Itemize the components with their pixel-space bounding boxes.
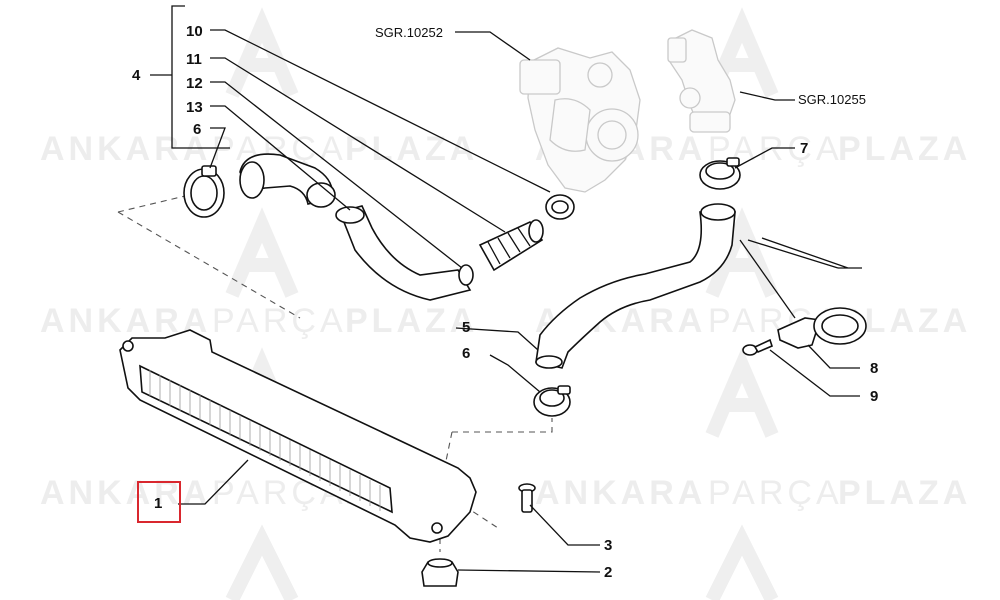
callouts: 10 11 12 13 6 4 5 6 7 8 9 3 2 1 — [132, 23, 878, 581]
callout-8[interactable]: 8 — [870, 360, 878, 377]
part-bolt-3[interactable] — [518, 483, 536, 513]
callout-6-lower[interactable]: 6 — [462, 345, 470, 362]
part-rubber-mount[interactable] — [421, 558, 459, 587]
part-bellows-connector[interactable] — [478, 219, 544, 272]
part-clamp-10[interactable] — [545, 194, 575, 220]
part-bracket-8[interactable] — [777, 307, 867, 349]
part-clamp-6-lower[interactable] — [533, 385, 571, 417]
callout-3[interactable]: 3 — [604, 537, 612, 554]
part-intercooler[interactable] — [119, 329, 477, 543]
watermark-word-ankara: ANKARA — [535, 474, 706, 512]
part-clamp-7[interactable] — [699, 157, 741, 190]
callout-1[interactable]: 1 — [154, 495, 162, 512]
callout-11[interactable]: 11 — [186, 51, 202, 68]
part-hose-with-clamp[interactable] — [335, 205, 474, 301]
part-elbow-hose[interactable] — [239, 153, 336, 208]
reference-turbo-label: SGR.10252 — [375, 25, 443, 40]
watermark-row-1: ANKARA PARÇA PLAZA ANKARA PARÇA PLAZA — [40, 130, 971, 168]
turbocharger-reference — [519, 47, 641, 193]
callout-6-upper[interactable]: 6 — [193, 121, 201, 138]
watermark-word-parca: PARÇA — [212, 302, 347, 340]
callout-4[interactable]: 4 — [132, 67, 141, 84]
leader-lines — [178, 29, 862, 573]
callout-9[interactable]: 9 — [870, 388, 878, 405]
callout-13[interactable]: 13 — [186, 99, 203, 116]
watermark-word-plaza: PLAZA — [345, 130, 478, 168]
watermark-word-plaza: PLAZA — [838, 474, 971, 512]
part-screw-9[interactable] — [742, 338, 773, 356]
reference-egr-label: SGR.10255 — [798, 92, 866, 107]
callout-5[interactable]: 5 — [462, 319, 470, 336]
part-clamp-6-upper[interactable] — [183, 165, 225, 218]
watermark-word-parca: PARÇA — [708, 474, 843, 512]
part-hose-5[interactable] — [535, 203, 736, 369]
callout-2[interactable]: 2 — [604, 564, 612, 581]
egr-reference — [667, 29, 736, 133]
watermark-word-ankara: ANKARA — [40, 130, 211, 168]
callout-1-highlight — [137, 481, 181, 523]
watermark-word-plaza: PLAZA — [345, 302, 478, 340]
group-4-bracket — [150, 5, 230, 149]
callout-12[interactable]: 12 — [186, 75, 203, 92]
watermark-word-plaza: PLAZA — [838, 130, 971, 168]
callout-7[interactable]: 7 — [800, 140, 808, 157]
watermark-word-ankara: ANKARA — [40, 474, 211, 512]
callout-10[interactable]: 10 — [186, 23, 203, 40]
intercooler-fins — [149, 370, 381, 511]
